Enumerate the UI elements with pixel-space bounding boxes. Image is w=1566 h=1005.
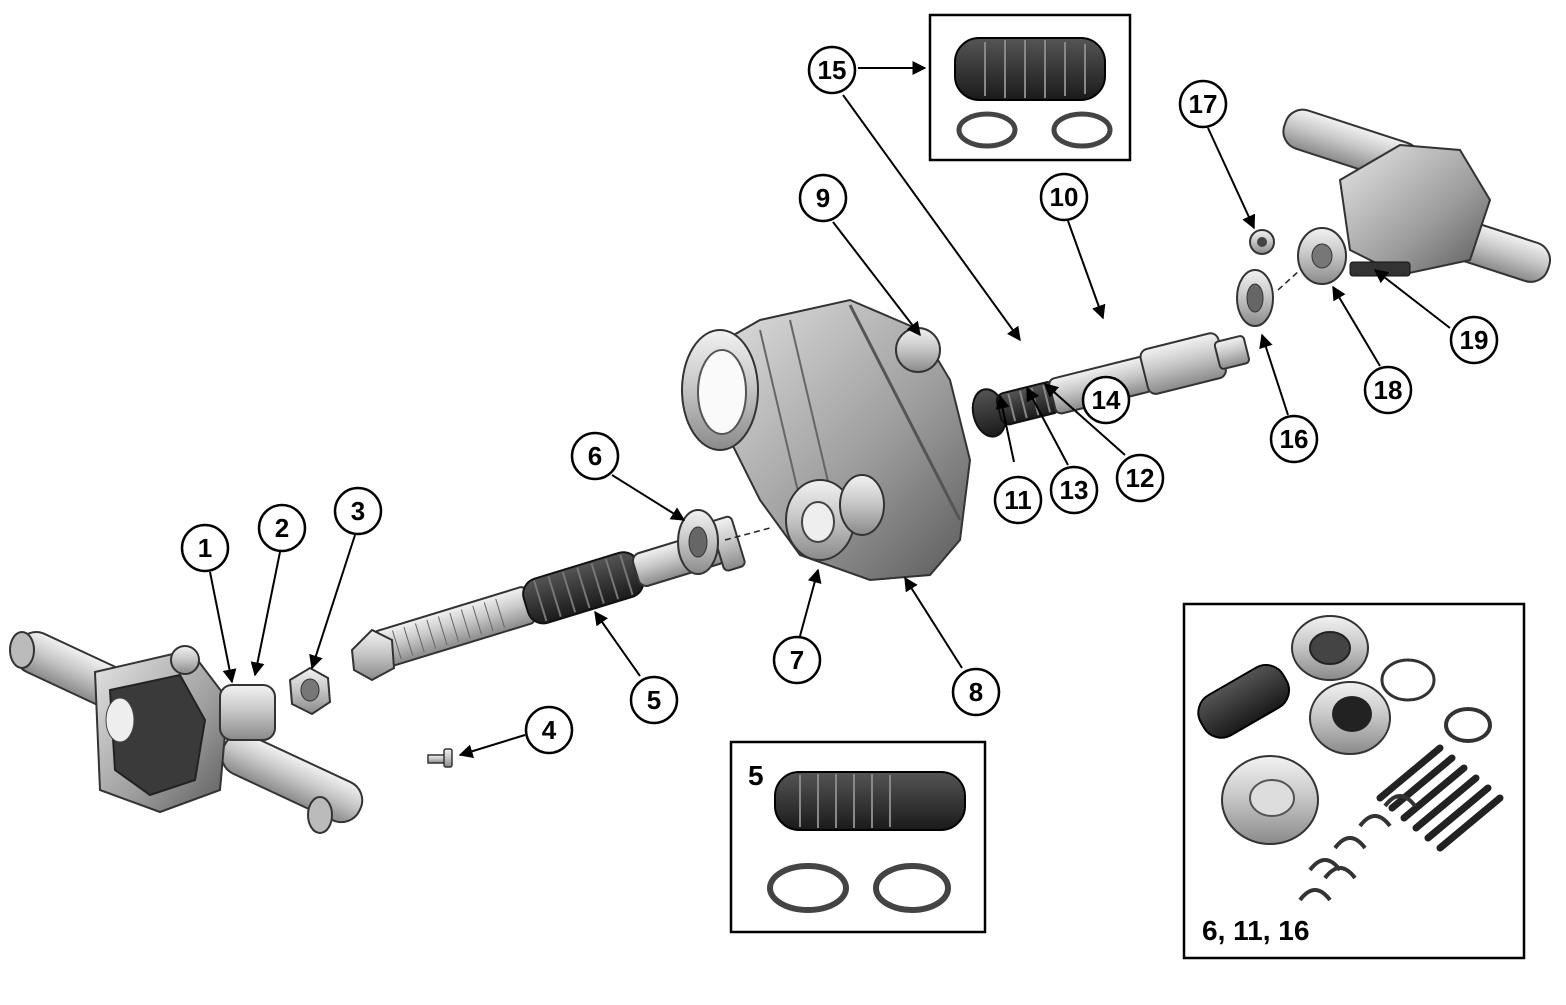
leader-15a	[842, 94, 1021, 342]
alignment-line-rear	[1277, 269, 1301, 291]
boot-clamp	[1051, 111, 1113, 149]
callout-13: 13	[1049, 465, 1099, 515]
svg-text:7: 7	[790, 645, 804, 675]
callout-3: 3	[333, 486, 383, 536]
cv-bolts	[1376, 744, 1504, 852]
leader-13	[1026, 386, 1069, 466]
callout-16: 16	[1269, 414, 1319, 464]
front-boot	[774, 771, 966, 831]
svg-text:16: 16	[1280, 424, 1309, 454]
svg-text:9: 9	[816, 183, 830, 213]
pinion-nut	[288, 666, 332, 716]
inset-rear-boot-kit	[928, 13, 1132, 162]
rear-axle-housing	[1282, 108, 1552, 285]
callout-6: 6	[570, 431, 620, 481]
inset-front-boot-label: 5	[748, 760, 764, 791]
svg-text:8: 8	[969, 677, 983, 707]
callout-18: 18	[1363, 365, 1413, 415]
boot-clamp	[873, 863, 951, 913]
svg-text:19: 19	[1460, 325, 1489, 355]
callout-9: 9	[798, 173, 848, 223]
cv-flange-plate	[1221, 755, 1319, 845]
leader-4	[458, 734, 526, 758]
leader-17	[1207, 127, 1256, 230]
transfer-case	[681, 298, 972, 582]
leader-lines	[209, 61, 1451, 758]
callout-1: 1	[180, 523, 230, 573]
cv-bearing	[1291, 615, 1369, 681]
callout-17: 17	[1178, 79, 1228, 129]
callout-2: 2	[257, 503, 307, 553]
front-driveshaft	[350, 515, 746, 682]
leader-16	[1259, 333, 1289, 416]
leader-8	[904, 576, 963, 669]
svg-text:3: 3	[351, 496, 365, 526]
svg-text:4: 4	[542, 715, 557, 745]
pinion-seal	[1249, 229, 1275, 255]
boot-clamp	[956, 111, 1018, 149]
callout-12: 12	[1115, 453, 1165, 503]
callout-10: 10	[1039, 172, 1089, 222]
svg-text:18: 18	[1374, 375, 1403, 405]
callout-bubbles: 1 2 3 4 5 6 7 8 9 10 11 12 13 14 15 16 1…	[180, 45, 1499, 755]
leader-6	[611, 474, 686, 521]
rear-boot	[954, 37, 1106, 101]
front-axle-housing	[9, 631, 364, 834]
bolt	[427, 748, 453, 768]
inset-cv-kit-label: 6, 11, 16	[1202, 915, 1309, 946]
callout-7: 7	[772, 635, 822, 685]
leader-11	[995, 394, 1015, 463]
inset-front-boot-kit: 5	[729, 740, 987, 934]
svg-text:15: 15	[818, 55, 847, 85]
leader-19	[1373, 269, 1451, 329]
cv-boot-sleeve	[1197, 664, 1290, 739]
callout-14: 14	[1081, 375, 1131, 425]
callout-4: 4	[524, 705, 574, 755]
svg-text:12: 12	[1126, 463, 1155, 493]
leader-10	[1067, 220, 1106, 320]
leader-7	[799, 568, 822, 637]
cv-lock-plates	[1298, 794, 1417, 902]
leader-12	[1043, 383, 1126, 456]
alignment-line	[724, 527, 771, 541]
cv-star-washer	[1380, 658, 1436, 702]
boot-clamp	[767, 863, 849, 913]
svg-text:6: 6	[588, 441, 602, 471]
leader-5	[594, 610, 641, 677]
svg-text:1: 1	[198, 533, 212, 563]
callout-19: 19	[1449, 315, 1499, 365]
cv-hub	[1309, 681, 1391, 755]
svg-text:17: 17	[1189, 89, 1218, 119]
leader-18	[1332, 285, 1381, 367]
callout-5: 5	[629, 675, 679, 725]
leader-3	[309, 534, 356, 670]
svg-text:2: 2	[275, 513, 289, 543]
leader-9	[832, 221, 921, 337]
callout-8: 8	[951, 667, 1001, 717]
leader-2	[250, 551, 281, 677]
callout-15: 15	[807, 45, 857, 95]
svg-text:11: 11	[1004, 485, 1032, 515]
inset-cv-joint-kit: 6, 11, 16	[1182, 602, 1526, 960]
leader-1	[209, 571, 237, 684]
svg-text:5: 5	[647, 685, 661, 715]
front-cv-flange	[677, 509, 719, 575]
cv-snap-ring	[1444, 707, 1492, 743]
svg-text:14: 14	[1092, 385, 1121, 415]
svg-text:13: 13	[1060, 475, 1089, 505]
callout-11: 11	[993, 475, 1043, 525]
svg-text:10: 10	[1050, 182, 1079, 212]
